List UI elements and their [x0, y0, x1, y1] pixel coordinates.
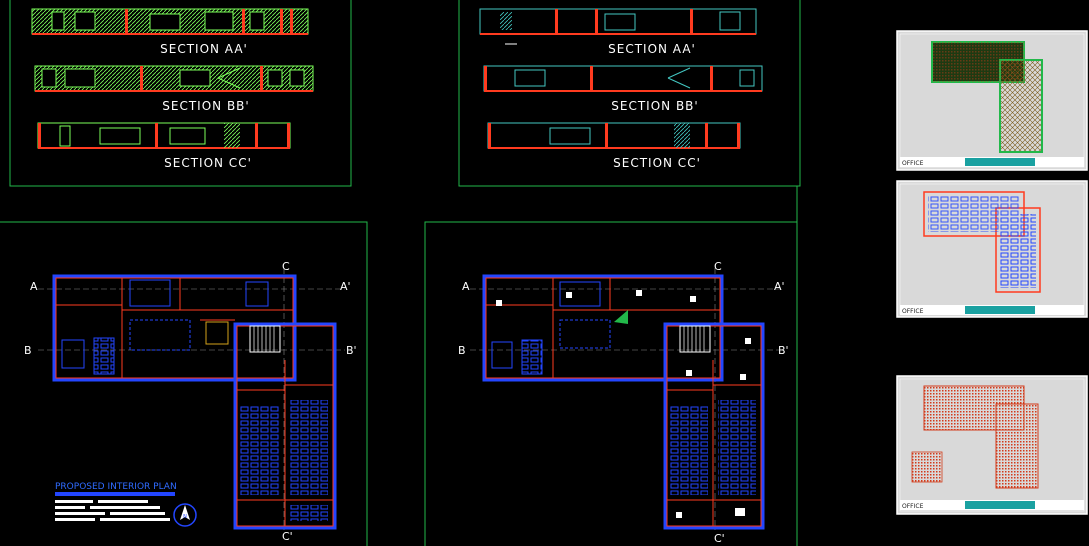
- thumb-2-label: OFFICE: [902, 308, 924, 315]
- section-aa-drawing-right: [479, 8, 757, 45]
- thumbnail-3[interactable]: OFFICE: [896, 375, 1088, 515]
- marker-a-prime-left: A': [340, 280, 351, 293]
- marker-a-right: A: [462, 280, 470, 293]
- section-bb-label-left: SECTION BB': [162, 99, 249, 113]
- marker-b-prime-left: B': [346, 344, 357, 357]
- section-cc-label-left: SECTION CC': [164, 156, 252, 170]
- section-cc-label-right: SECTION CC': [613, 156, 701, 170]
- marker-b-prime-right: B': [778, 344, 789, 357]
- section-aa-drawing-left: [31, 8, 309, 35]
- marker-c-left: C: [282, 260, 290, 273]
- plan-panel-left: A A' B B' C C' PROPOSED INTERIOR PLAN N: [0, 221, 368, 546]
- section-aa-label-left: SECTION AA': [160, 42, 248, 56]
- north-arrow: N: [173, 503, 197, 527]
- marker-c-prime-left: C': [282, 530, 293, 543]
- marker-a-left: A: [30, 280, 38, 293]
- thumb-1-label: OFFICE: [902, 160, 924, 167]
- thumbnail-2[interactable]: OFFICE: [896, 180, 1088, 318]
- floor-plan-right: [482, 274, 765, 530]
- section-cc-drawing-left: [37, 122, 291, 149]
- marker-b-right: B: [458, 344, 466, 357]
- floor-plan-left: [52, 274, 337, 530]
- marker-a-prime-right: A': [774, 280, 785, 293]
- marker-c-prime-right: C': [714, 532, 725, 545]
- marker-c-right: C: [714, 260, 722, 273]
- section-cc-drawing-right: [487, 122, 741, 149]
- sections-panel-right: SECTION AA' SECTION BB' SECTION CC': [458, 0, 801, 187]
- sections-panel-left: SECTION AA' SECTION BB': [9, 0, 352, 187]
- plan-panel-right: A A' B B' C C': [424, 221, 798, 546]
- north-label: N: [183, 514, 187, 520]
- section-bb-label-right: SECTION BB': [611, 99, 698, 113]
- plan-title: PROPOSED INTERIOR PLAN: [55, 482, 177, 492]
- section-bb-drawing-left: [34, 65, 314, 92]
- section-bb-drawing-right: [483, 65, 763, 92]
- thumb-3-label: OFFICE: [902, 503, 924, 510]
- thumbnail-1[interactable]: OFFICE: [896, 30, 1088, 171]
- section-aa-label-right: SECTION AA': [608, 42, 696, 56]
- marker-b-left: B: [24, 344, 32, 357]
